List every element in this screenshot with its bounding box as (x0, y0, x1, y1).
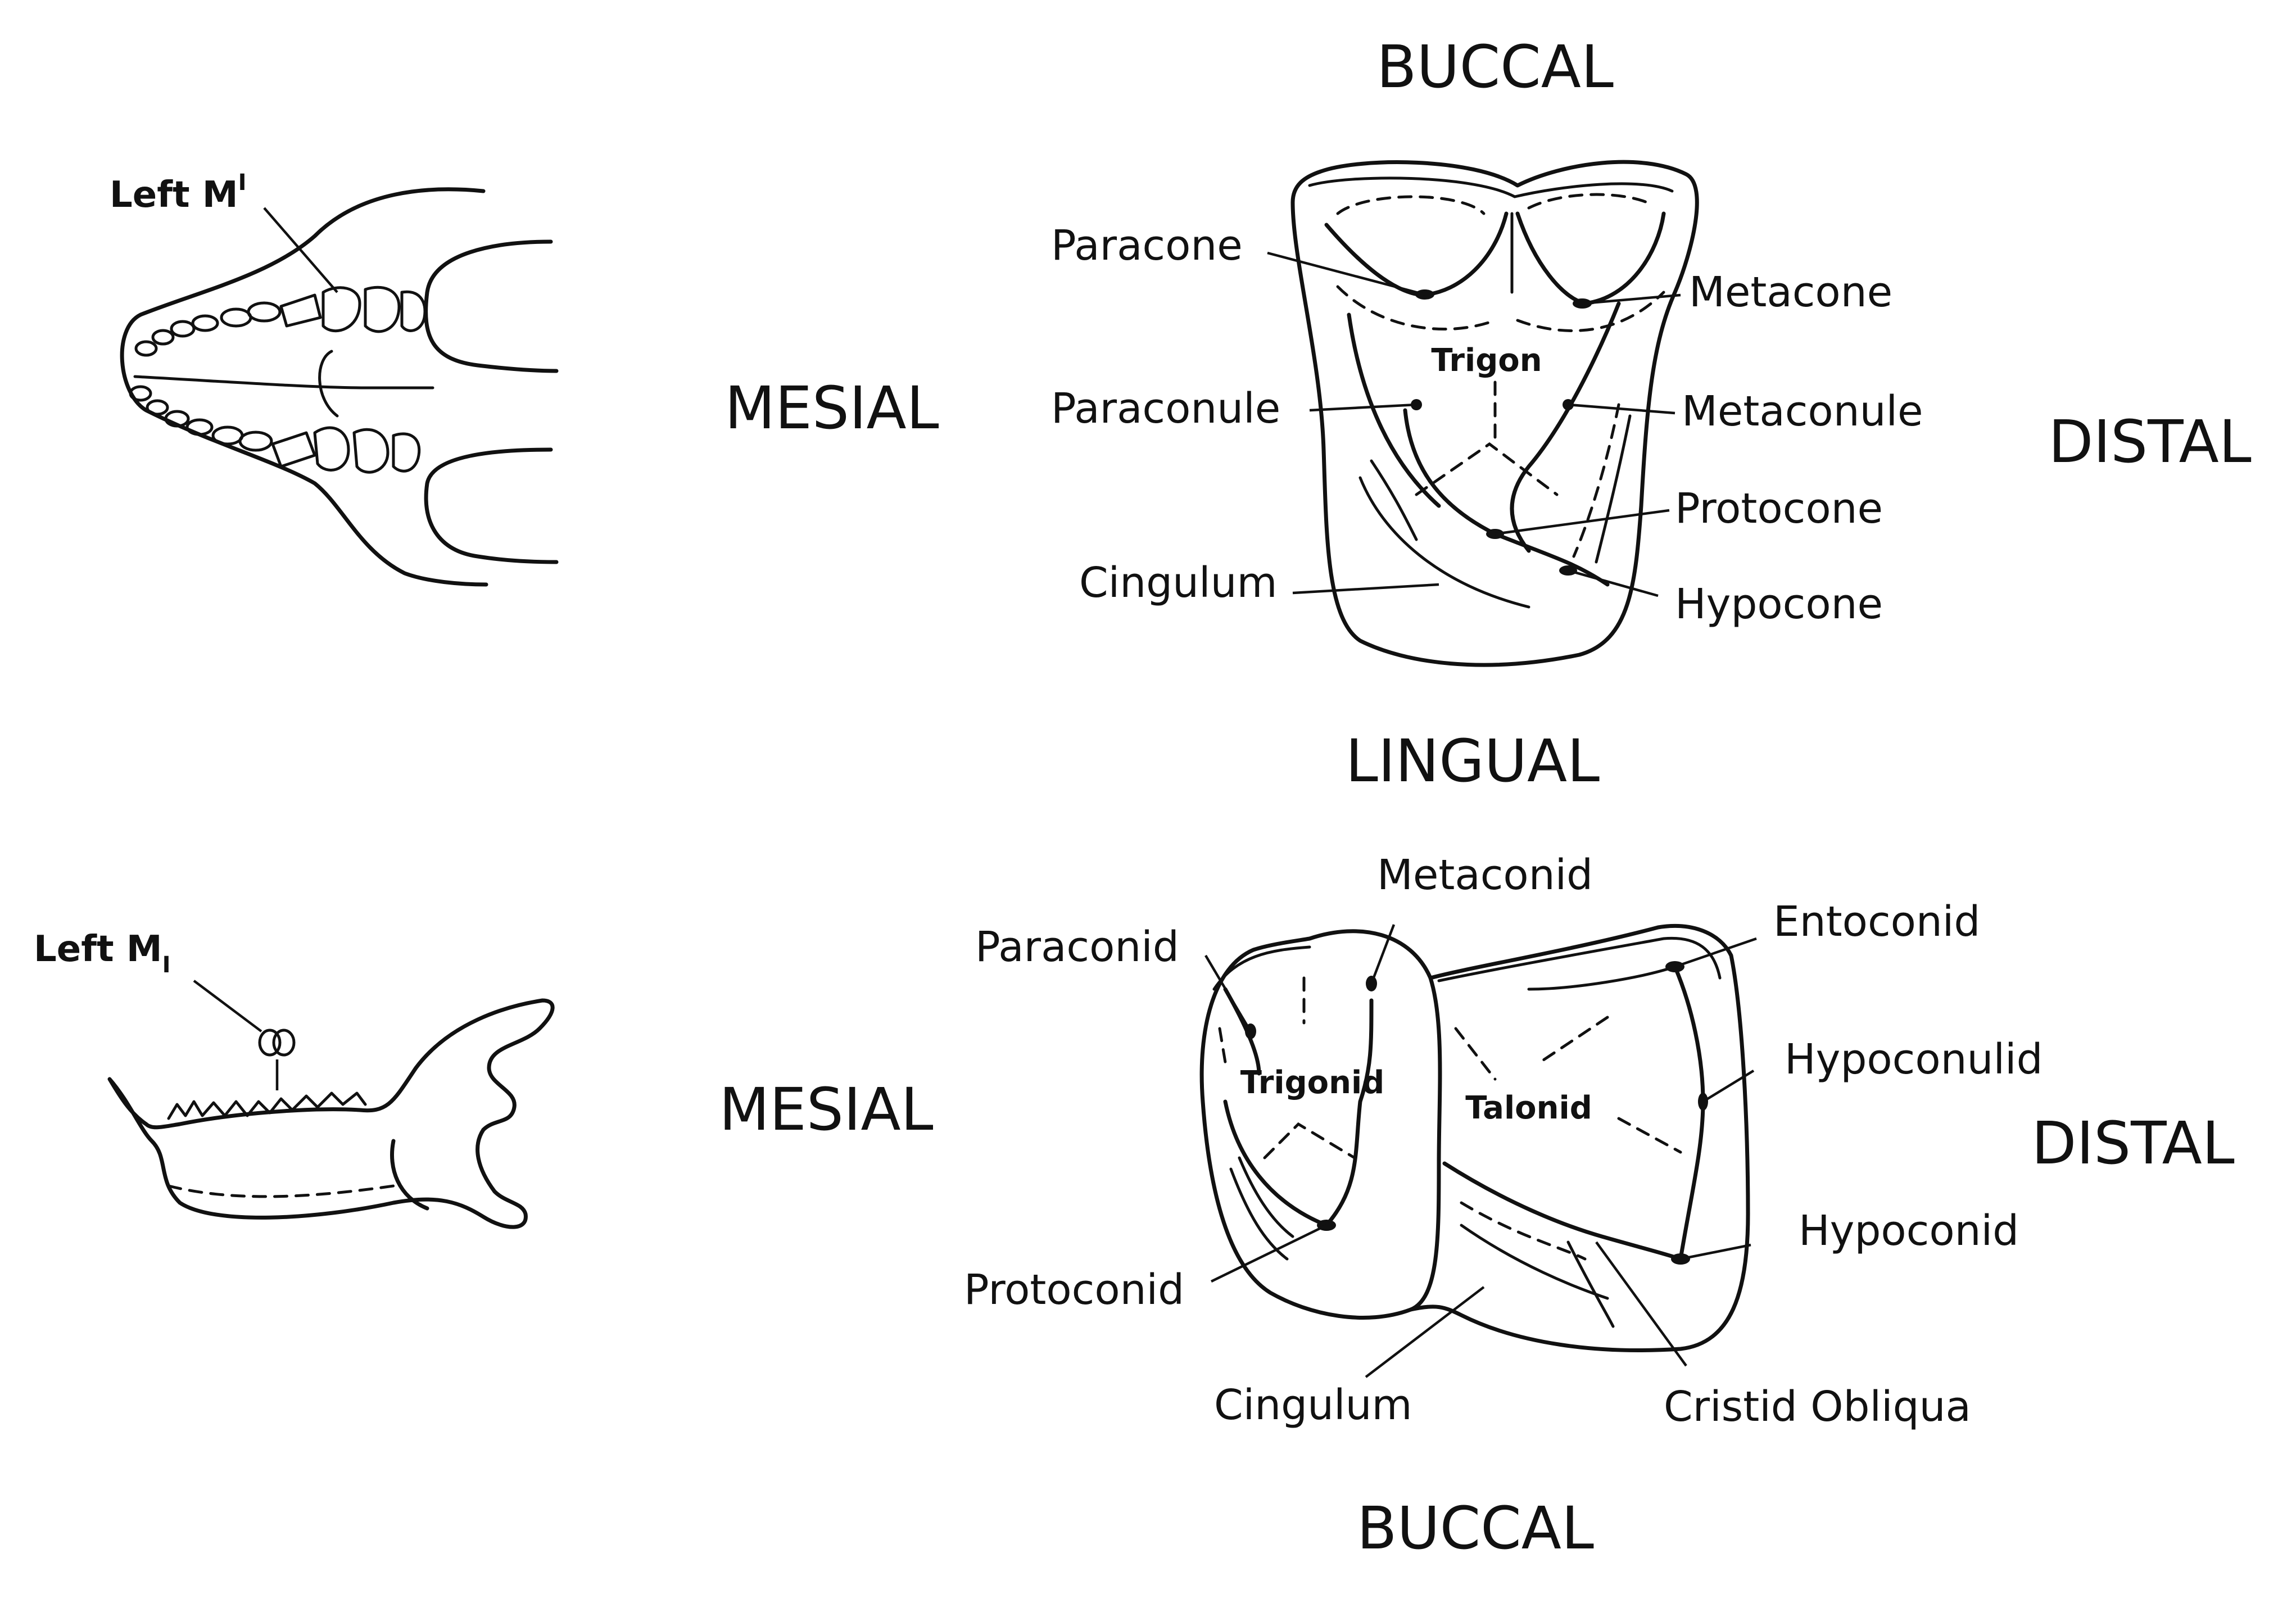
lower-cusp-cingulum: Cingulum (1214, 1381, 1412, 1429)
upper-molar-drawing (1267, 160, 1699, 667)
lower-cusp-hypoconulid: Hypoconulid (1785, 1035, 2043, 1084)
upper-region-trigon: Trigon (1431, 342, 1542, 379)
upper-direction-right: DISTAL (2048, 407, 2251, 476)
upper-skull-drawing (120, 187, 559, 587)
lower-region-talonid: Talonid (1465, 1090, 1592, 1126)
upper-cusp-metaconule: Metaconule (1682, 387, 1923, 436)
upper-cusp-hypocone: Hypocone (1675, 580, 1883, 628)
upper-cusp-paraconule: Paraconule (1051, 384, 1280, 433)
lower-cusp-metaconid: Metaconid (1377, 851, 1593, 899)
lower-direction-bottom: BUCCAL (1357, 1494, 1594, 1562)
lower-molar-drawing (1199, 923, 1757, 1378)
upper-cusp-metacone: Metacone (1689, 268, 1892, 316)
upper-cusp-paracone: Paracone (1051, 221, 1243, 270)
upper-direction-top: BUCCAL (1376, 33, 1614, 101)
upper-cusp-protocone: Protocone (1675, 484, 1883, 533)
upper-direction-bottom: LINGUAL (1346, 727, 1600, 795)
upper-tooth-row (134, 286, 427, 357)
lower-cusp-cristid-obliqua: Cristid Obliqua (1664, 1383, 1971, 1431)
lower-direction-left: MESIAL (719, 1075, 933, 1144)
lower-molar-label: Left MI (34, 928, 170, 978)
lower-cusp-hypoconid: Hypoconid (1799, 1207, 2019, 1255)
upper-direction-left: MESIAL (724, 374, 939, 442)
lower-tooth-row-palate (129, 385, 421, 474)
lower-direction-right: DISTAL (2031, 1109, 2234, 1177)
upper-cusp-cingulum: Cingulum (1079, 559, 1278, 607)
lower-jaw-drawing (107, 980, 555, 1229)
lower-cusp-protoconid: Protoconid (964, 1266, 1184, 1314)
lower-region-trigonid: Trigonid (1240, 1065, 1385, 1101)
lower-cusp-entoconid: Entoconid (1773, 898, 1980, 946)
lower-cusp-paraconid: Paraconid (975, 923, 1179, 971)
upper-molar-label: Left MI (110, 170, 246, 216)
